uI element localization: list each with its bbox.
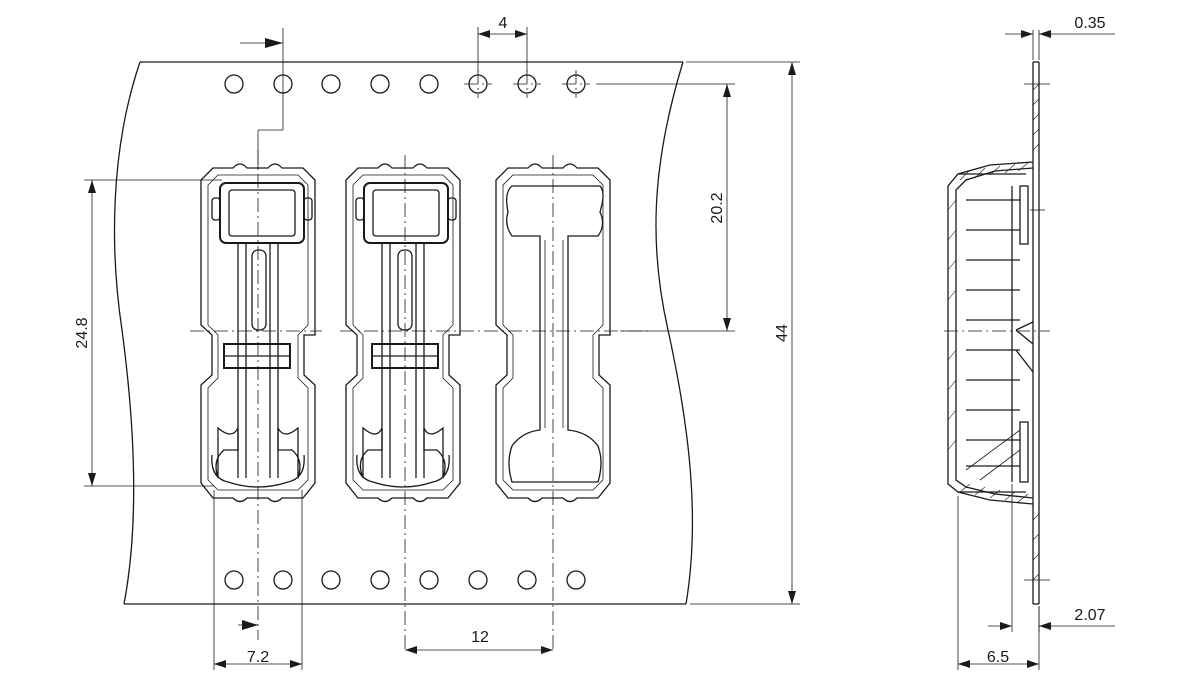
dim-cavity-length-label: 24.8 <box>74 317 91 348</box>
dim-pocket-depth: 6.5 <box>957 496 1040 670</box>
sprocket-holes-bottom <box>224 570 586 590</box>
dim-pocket-depth-label: 6.5 <box>987 649 1009 666</box>
dim-cavity-length: 24.8 <box>74 179 222 487</box>
sprocket-holes-top <box>224 70 590 98</box>
pocket-3 <box>495 163 611 503</box>
dim-cavity-pitch: 12 <box>405 629 553 654</box>
dim-feed-offset-label: 7.2 <box>247 649 269 666</box>
dim-tape-width-label: 44 <box>774 324 791 342</box>
pocket-1 <box>200 163 316 503</box>
side-view <box>944 61 1050 605</box>
pocket-2 <box>345 163 461 503</box>
dim-tape-thickness-label: 0.35 <box>1074 15 1105 32</box>
dim-hole-pitch: 4 <box>477 15 528 72</box>
center-lines <box>190 150 650 650</box>
dim-feed-reference <box>240 28 284 168</box>
dim-tape-thickness: 0.35 <box>1005 15 1115 60</box>
dim-cavity-pitch-label: 12 <box>471 629 489 646</box>
dim-cover-offset: 2.07 <box>988 484 1115 632</box>
dim-cavity-offset: 20.2 <box>596 83 735 332</box>
dim-hole-pitch-label: 4 <box>499 15 508 32</box>
dim-cavity-offset-label: 20.2 <box>709 192 726 223</box>
dim-feed-offset: 7.2 <box>213 490 303 670</box>
dim-cover-offset-label: 2.07 <box>1074 607 1105 624</box>
dim-tape-width: 44 <box>686 61 800 605</box>
tape-outline <box>113 61 694 605</box>
